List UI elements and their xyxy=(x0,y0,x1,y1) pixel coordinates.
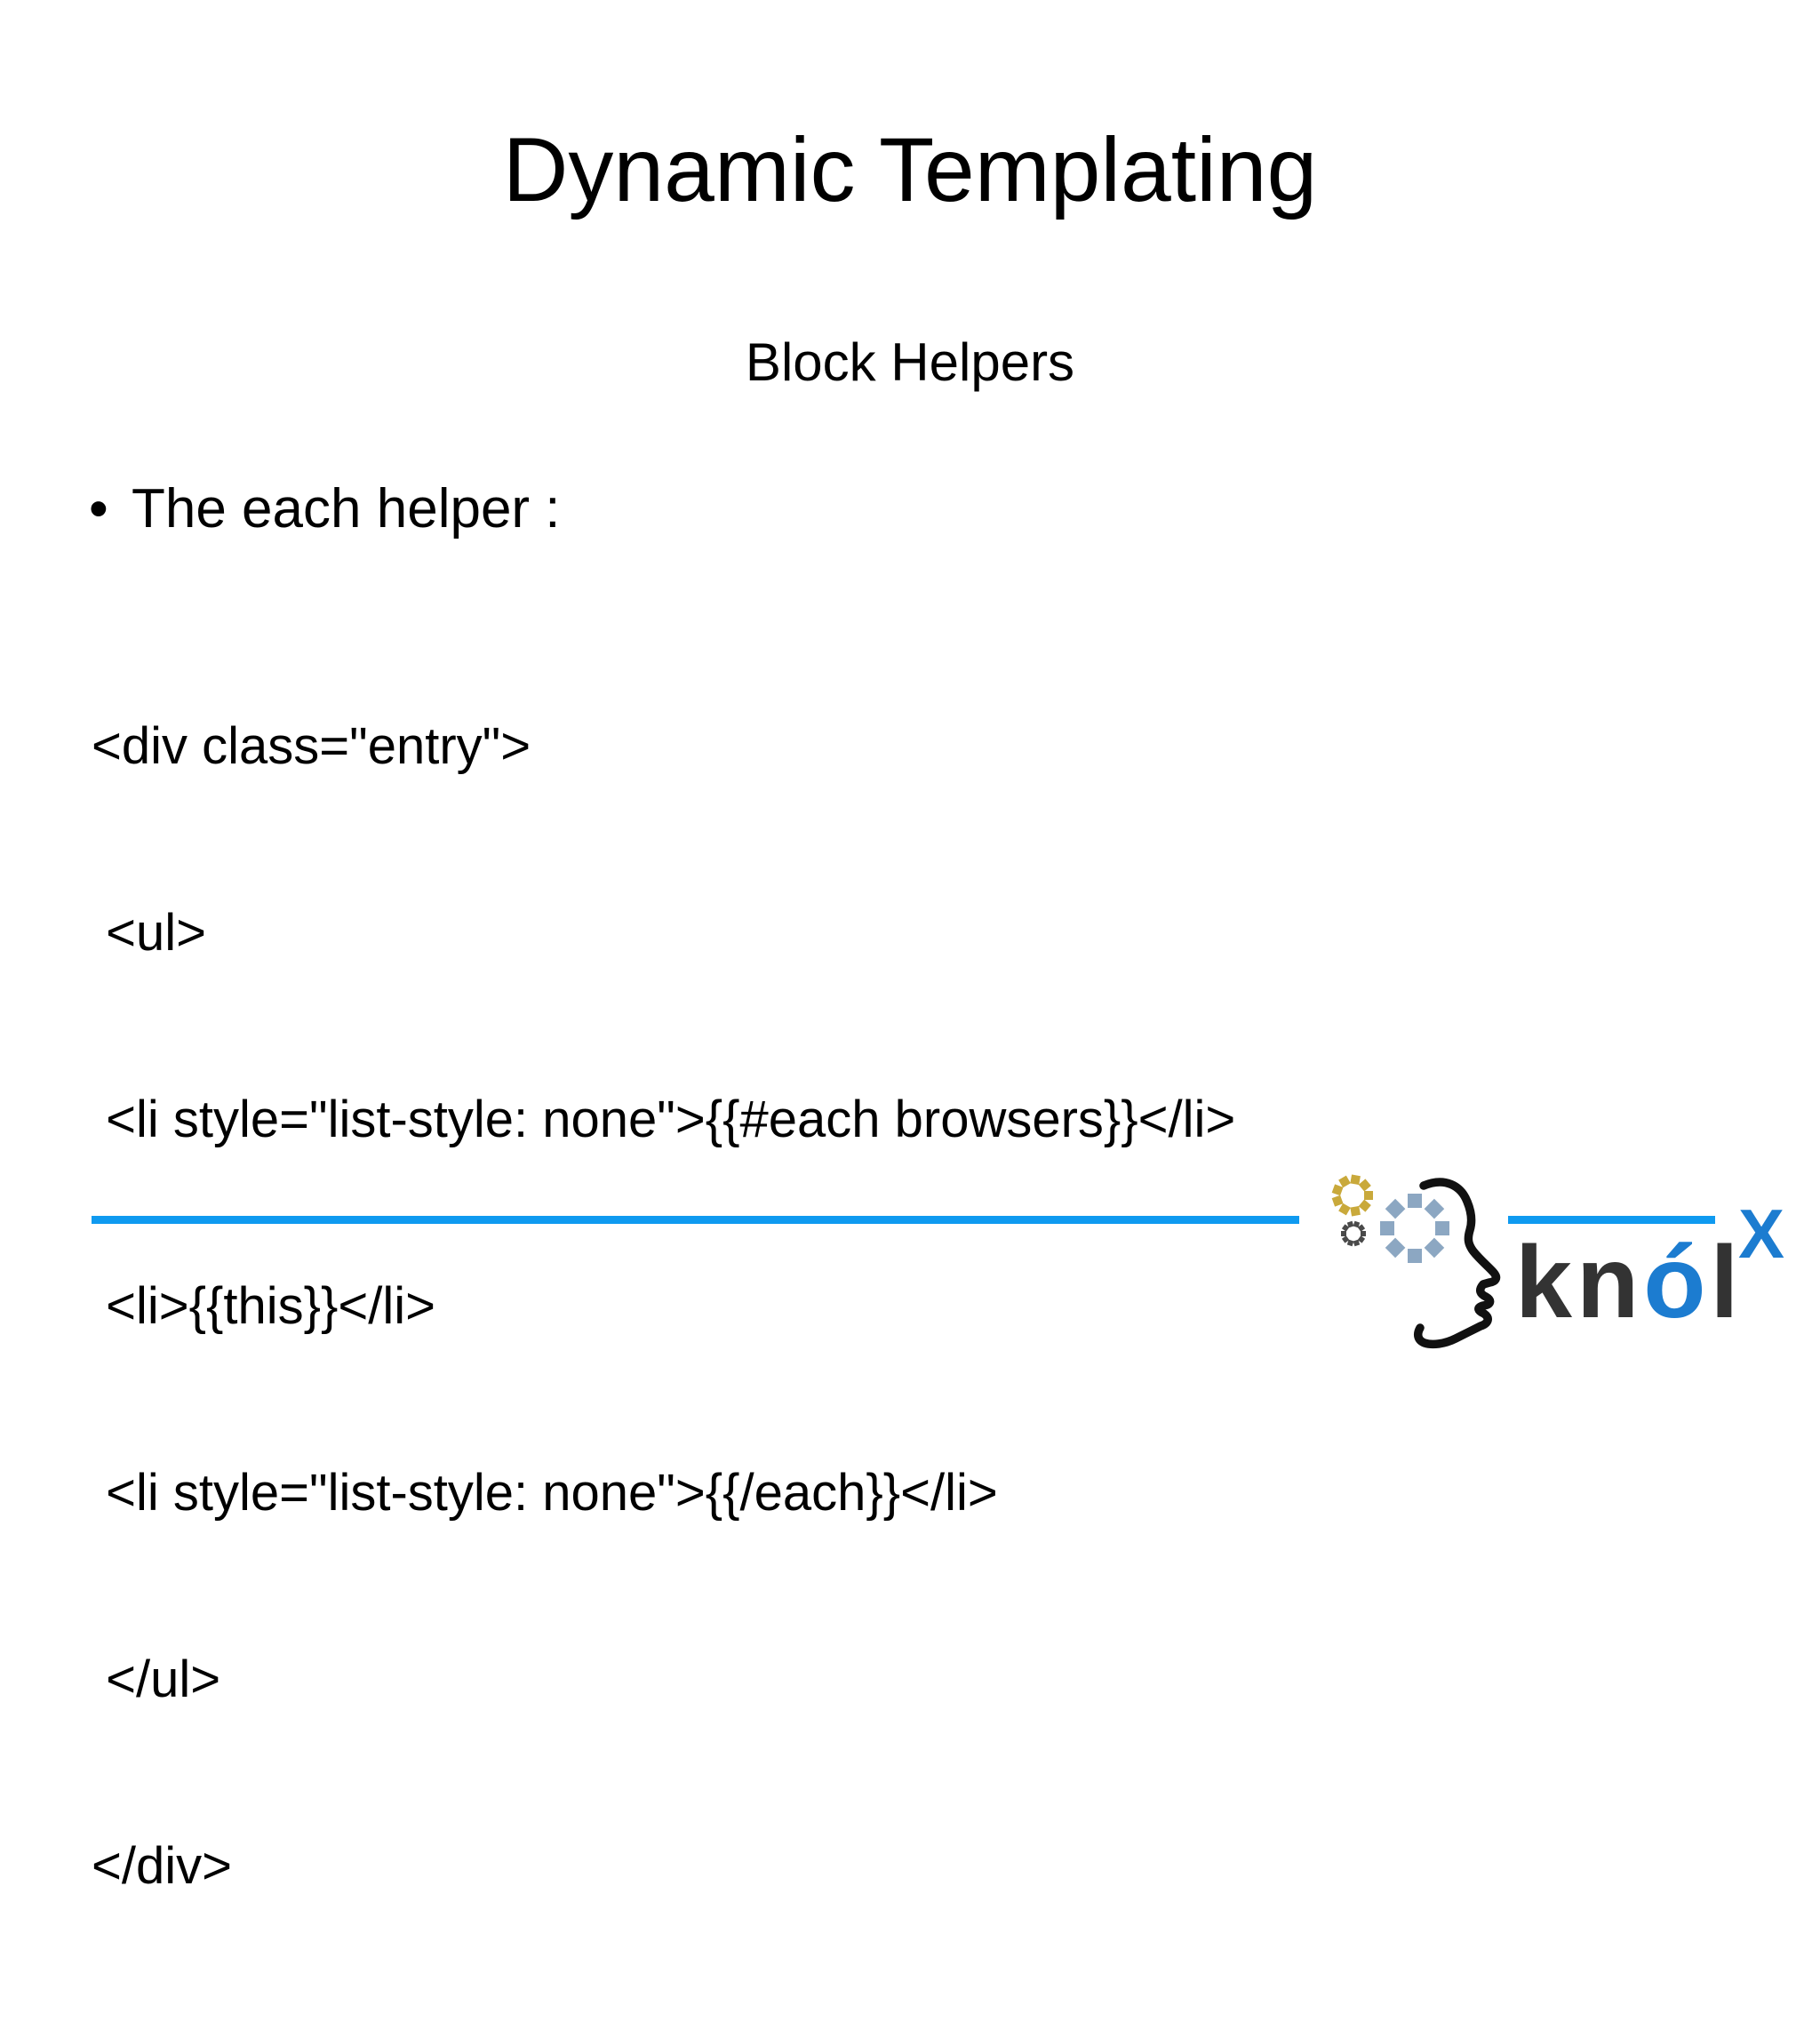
logo-superscript-x: X xyxy=(1738,1195,1785,1273)
logo-letters-kn: kn xyxy=(1515,1226,1644,1339)
code-line-ul-close: </ul> xyxy=(92,1650,221,1708)
gear-gold-icon xyxy=(1331,1174,1373,1217)
knolx-logo-text: knól xyxy=(1515,1232,1743,1334)
code-line-li-each-close: <li style="list-style: none">{{/each}}</… xyxy=(92,1464,998,1522)
gear-gray-icon xyxy=(1341,1220,1366,1247)
footer-rule-left xyxy=(92,1216,1299,1224)
code-line-div-open: <div class="entry"> xyxy=(92,717,531,775)
bullet-text: The each helper : xyxy=(132,478,561,539)
logo-letter-l: l xyxy=(1710,1226,1744,1339)
code-line-li-this: <li>{{this}}</li> xyxy=(92,1277,435,1335)
slide-subtitle: Block Helpers xyxy=(745,332,1075,392)
code-line-div-close: </div> xyxy=(92,1837,232,1895)
head-profile-icon xyxy=(1413,1178,1501,1349)
gear-steel-icon xyxy=(1380,1194,1449,1263)
bullet-item: • The each helper : xyxy=(89,482,561,537)
bullet-marker: • xyxy=(89,478,108,539)
knolx-logo-head-icon xyxy=(1331,1174,1501,1349)
code-line-li-each-open: <li style="list-style: none">{{#each bro… xyxy=(92,1091,1236,1148)
logo-letter-o-acute: ó xyxy=(1643,1226,1711,1339)
slide-title: Dynamic Templating xyxy=(502,119,1318,220)
footer-rule-right xyxy=(1508,1216,1715,1224)
code-line-ul-open: <ul> xyxy=(92,904,206,962)
code-block: <div class="entry"> <ul> <li style="list… xyxy=(92,591,1235,2022)
